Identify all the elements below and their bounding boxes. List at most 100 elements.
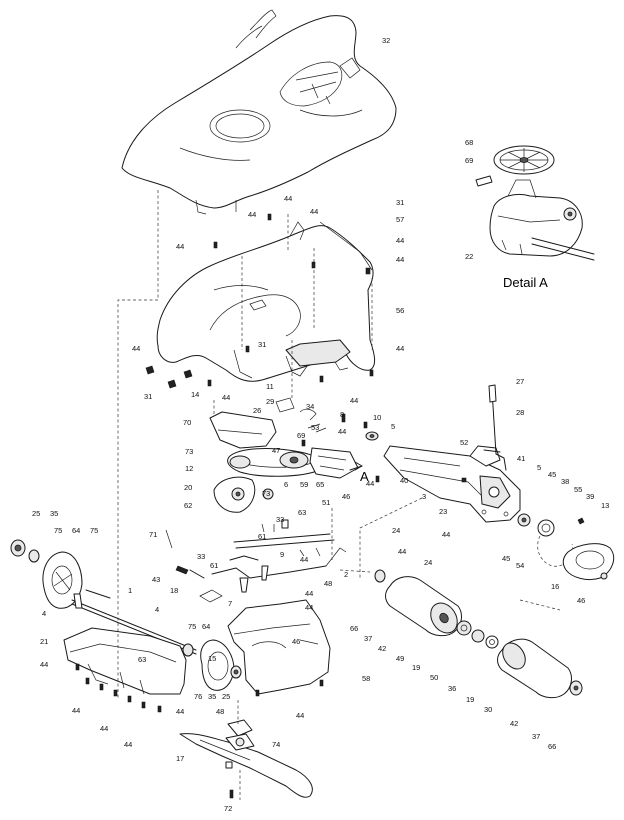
part-label: 46 — [292, 637, 300, 646]
part-label: 56 — [396, 306, 404, 315]
part-label: 65 — [316, 480, 324, 489]
gearbox-frame — [363, 384, 521, 523]
rollers — [374, 569, 583, 699]
part-label: 38 — [561, 477, 569, 486]
part-label: 24 — [392, 526, 400, 535]
part-label: 75 — [54, 526, 62, 535]
part-label: 36 — [448, 684, 456, 693]
part-label: 25 — [32, 509, 40, 518]
part-label: 22 — [465, 252, 473, 261]
part-label: 6 — [284, 480, 288, 489]
wheel-front-right — [182, 639, 242, 691]
part-label: 17 — [176, 754, 184, 763]
part-label: 26 — [253, 406, 261, 415]
part-label: 30 — [484, 705, 492, 714]
part-label: 25 — [222, 692, 230, 701]
part-label: 44 — [222, 393, 230, 402]
part-label: 10 — [373, 413, 381, 422]
part-label: 44 — [366, 479, 374, 488]
part-label: 66 — [548, 742, 556, 751]
part-label: 44 — [72, 706, 80, 715]
part-label: 55 — [574, 485, 582, 494]
part-label: 61 — [258, 532, 266, 541]
part-label: 18 — [170, 586, 178, 595]
part-label: 21 — [40, 637, 48, 646]
part-label: 51 — [322, 498, 330, 507]
part-label: 1 — [128, 586, 132, 595]
part-label: 3 — [422, 492, 426, 501]
part-label: 9 — [280, 550, 284, 559]
belt-assembly — [209, 397, 363, 513]
part-label: 7 — [228, 599, 232, 608]
part-label: 44 — [350, 396, 358, 405]
part-label: 44 — [396, 236, 404, 245]
part-label: 44 — [176, 707, 184, 716]
part-label: 44 — [310, 207, 318, 216]
part-labels: 32 68 69 22 44 44 44 31 57 44 44 44 56 4… — [32, 36, 609, 813]
part-label: 14 — [191, 390, 199, 399]
part-label: 35 — [50, 509, 58, 518]
part-label: 31 — [396, 198, 404, 207]
part-label: 33 — [197, 552, 205, 561]
blade — [179, 719, 313, 799]
part-label: 49 — [396, 654, 404, 663]
part-label: 40 — [400, 476, 408, 485]
part-label: 27 — [516, 377, 524, 386]
part-label: 35 — [208, 692, 216, 701]
frame-bolts — [145, 213, 374, 389]
part-label: 48 — [324, 579, 332, 588]
part-label: 44 — [132, 344, 140, 353]
callout-a-label: A — [360, 469, 369, 484]
part-label: 61 — [210, 561, 218, 570]
part-label: 19 — [412, 663, 420, 672]
part-label: 33 — [276, 515, 284, 524]
part-label: 69 — [297, 431, 305, 440]
part-label: 45 — [548, 470, 556, 479]
part-label: 13 — [601, 501, 609, 510]
part-label: 4 — [42, 609, 46, 618]
part-label: 44 — [396, 344, 404, 353]
part-label: 39 — [586, 492, 594, 501]
part-label: 44 — [296, 711, 304, 720]
part-label: 37 — [364, 634, 372, 643]
part-label: 57 — [396, 215, 404, 224]
part-label: 45 — [502, 554, 510, 563]
part-label: 73 — [185, 447, 193, 456]
part-label: 44 — [176, 242, 184, 251]
top-cover — [121, 9, 397, 215]
part-label: 15 — [208, 654, 216, 663]
gears-right — [517, 513, 615, 581]
part-label: 52 — [460, 438, 468, 447]
part-label: 54 — [516, 561, 524, 570]
part-label: 53 — [311, 423, 319, 432]
part-label: 37 — [532, 732, 540, 741]
part-label: 70 — [183, 418, 191, 427]
part-label: 66 — [350, 624, 358, 633]
part-label: 11 — [266, 382, 274, 391]
part-label: 44 — [100, 724, 108, 733]
part-label: 73 — [262, 489, 270, 498]
part-label: 69 — [465, 156, 473, 165]
part-label: 29 — [266, 397, 274, 406]
rear-flap — [227, 599, 331, 697]
part-label: 46 — [577, 596, 585, 605]
part-label: 44 — [305, 589, 313, 598]
part-label: 5 — [391, 422, 395, 431]
part-label: 41 — [517, 454, 525, 463]
part-label: 12 — [185, 464, 193, 473]
part-label: 32 — [382, 36, 390, 45]
part-label: 46 — [342, 492, 350, 501]
part-label: 44 — [300, 555, 308, 564]
part-label: 48 — [216, 707, 224, 716]
part-label: 50 — [430, 673, 438, 682]
part-label: 44 — [396, 255, 404, 264]
part-label: 31 — [144, 392, 152, 401]
part-label: 58 — [362, 674, 370, 683]
guide-lines — [117, 190, 561, 800]
part-label: 44 — [305, 603, 313, 612]
linkage-center — [165, 519, 347, 603]
part-label: 44 — [40, 660, 48, 669]
part-label: 68 — [465, 138, 473, 147]
part-label: 75 — [188, 622, 196, 631]
